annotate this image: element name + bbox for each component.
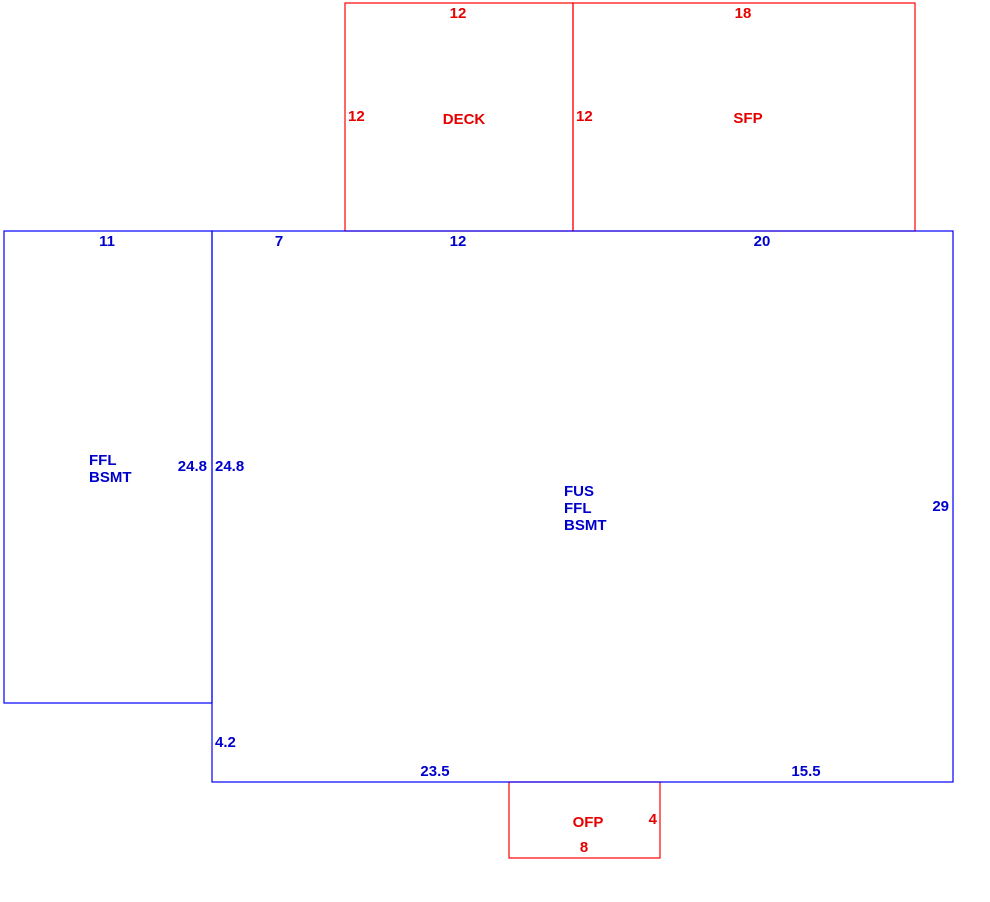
main-bottom-dimension-a: 23.5 (420, 763, 449, 780)
sfp-label: SFP (733, 110, 762, 127)
left-wing-right-dimension: 24.8 (178, 458, 207, 475)
left-wing-label-line1: FFL (89, 452, 117, 469)
deck-label: DECK (443, 111, 486, 128)
sfp-top-dimension: 18 (735, 5, 752, 22)
main-left-upper-dimension: 24.8 (215, 458, 244, 475)
main-label-line3: BSMT (564, 517, 607, 534)
main-top-dimension-c: 20 (754, 233, 771, 250)
main-right-dimension: 29 (932, 498, 949, 515)
ofp-bottom-dimension: 8 (580, 839, 588, 856)
main-label-line2: FFL (564, 500, 592, 517)
main-left-lower-dimension: 4.2 (215, 734, 236, 751)
main-top-dimension-b: 12 (450, 233, 467, 250)
main-bottom-dimension-b: 15.5 (791, 763, 820, 780)
main-area-outline (211, 230, 954, 783)
main-label-line1: FUS (564, 483, 594, 500)
sfp-left-dimension: 12 (576, 108, 593, 125)
deck-left-dimension: 12 (348, 108, 365, 125)
left-wing-top-dimension: 11 (99, 233, 115, 250)
ofp-right-dimension: 4 (649, 811, 658, 828)
deck-top-dimension: 12 (450, 5, 467, 22)
main-top-dimension-a: 7 (275, 233, 283, 250)
ofp-label: OFP (573, 814, 604, 831)
left-wing-label-line2: BSMT (89, 469, 132, 486)
